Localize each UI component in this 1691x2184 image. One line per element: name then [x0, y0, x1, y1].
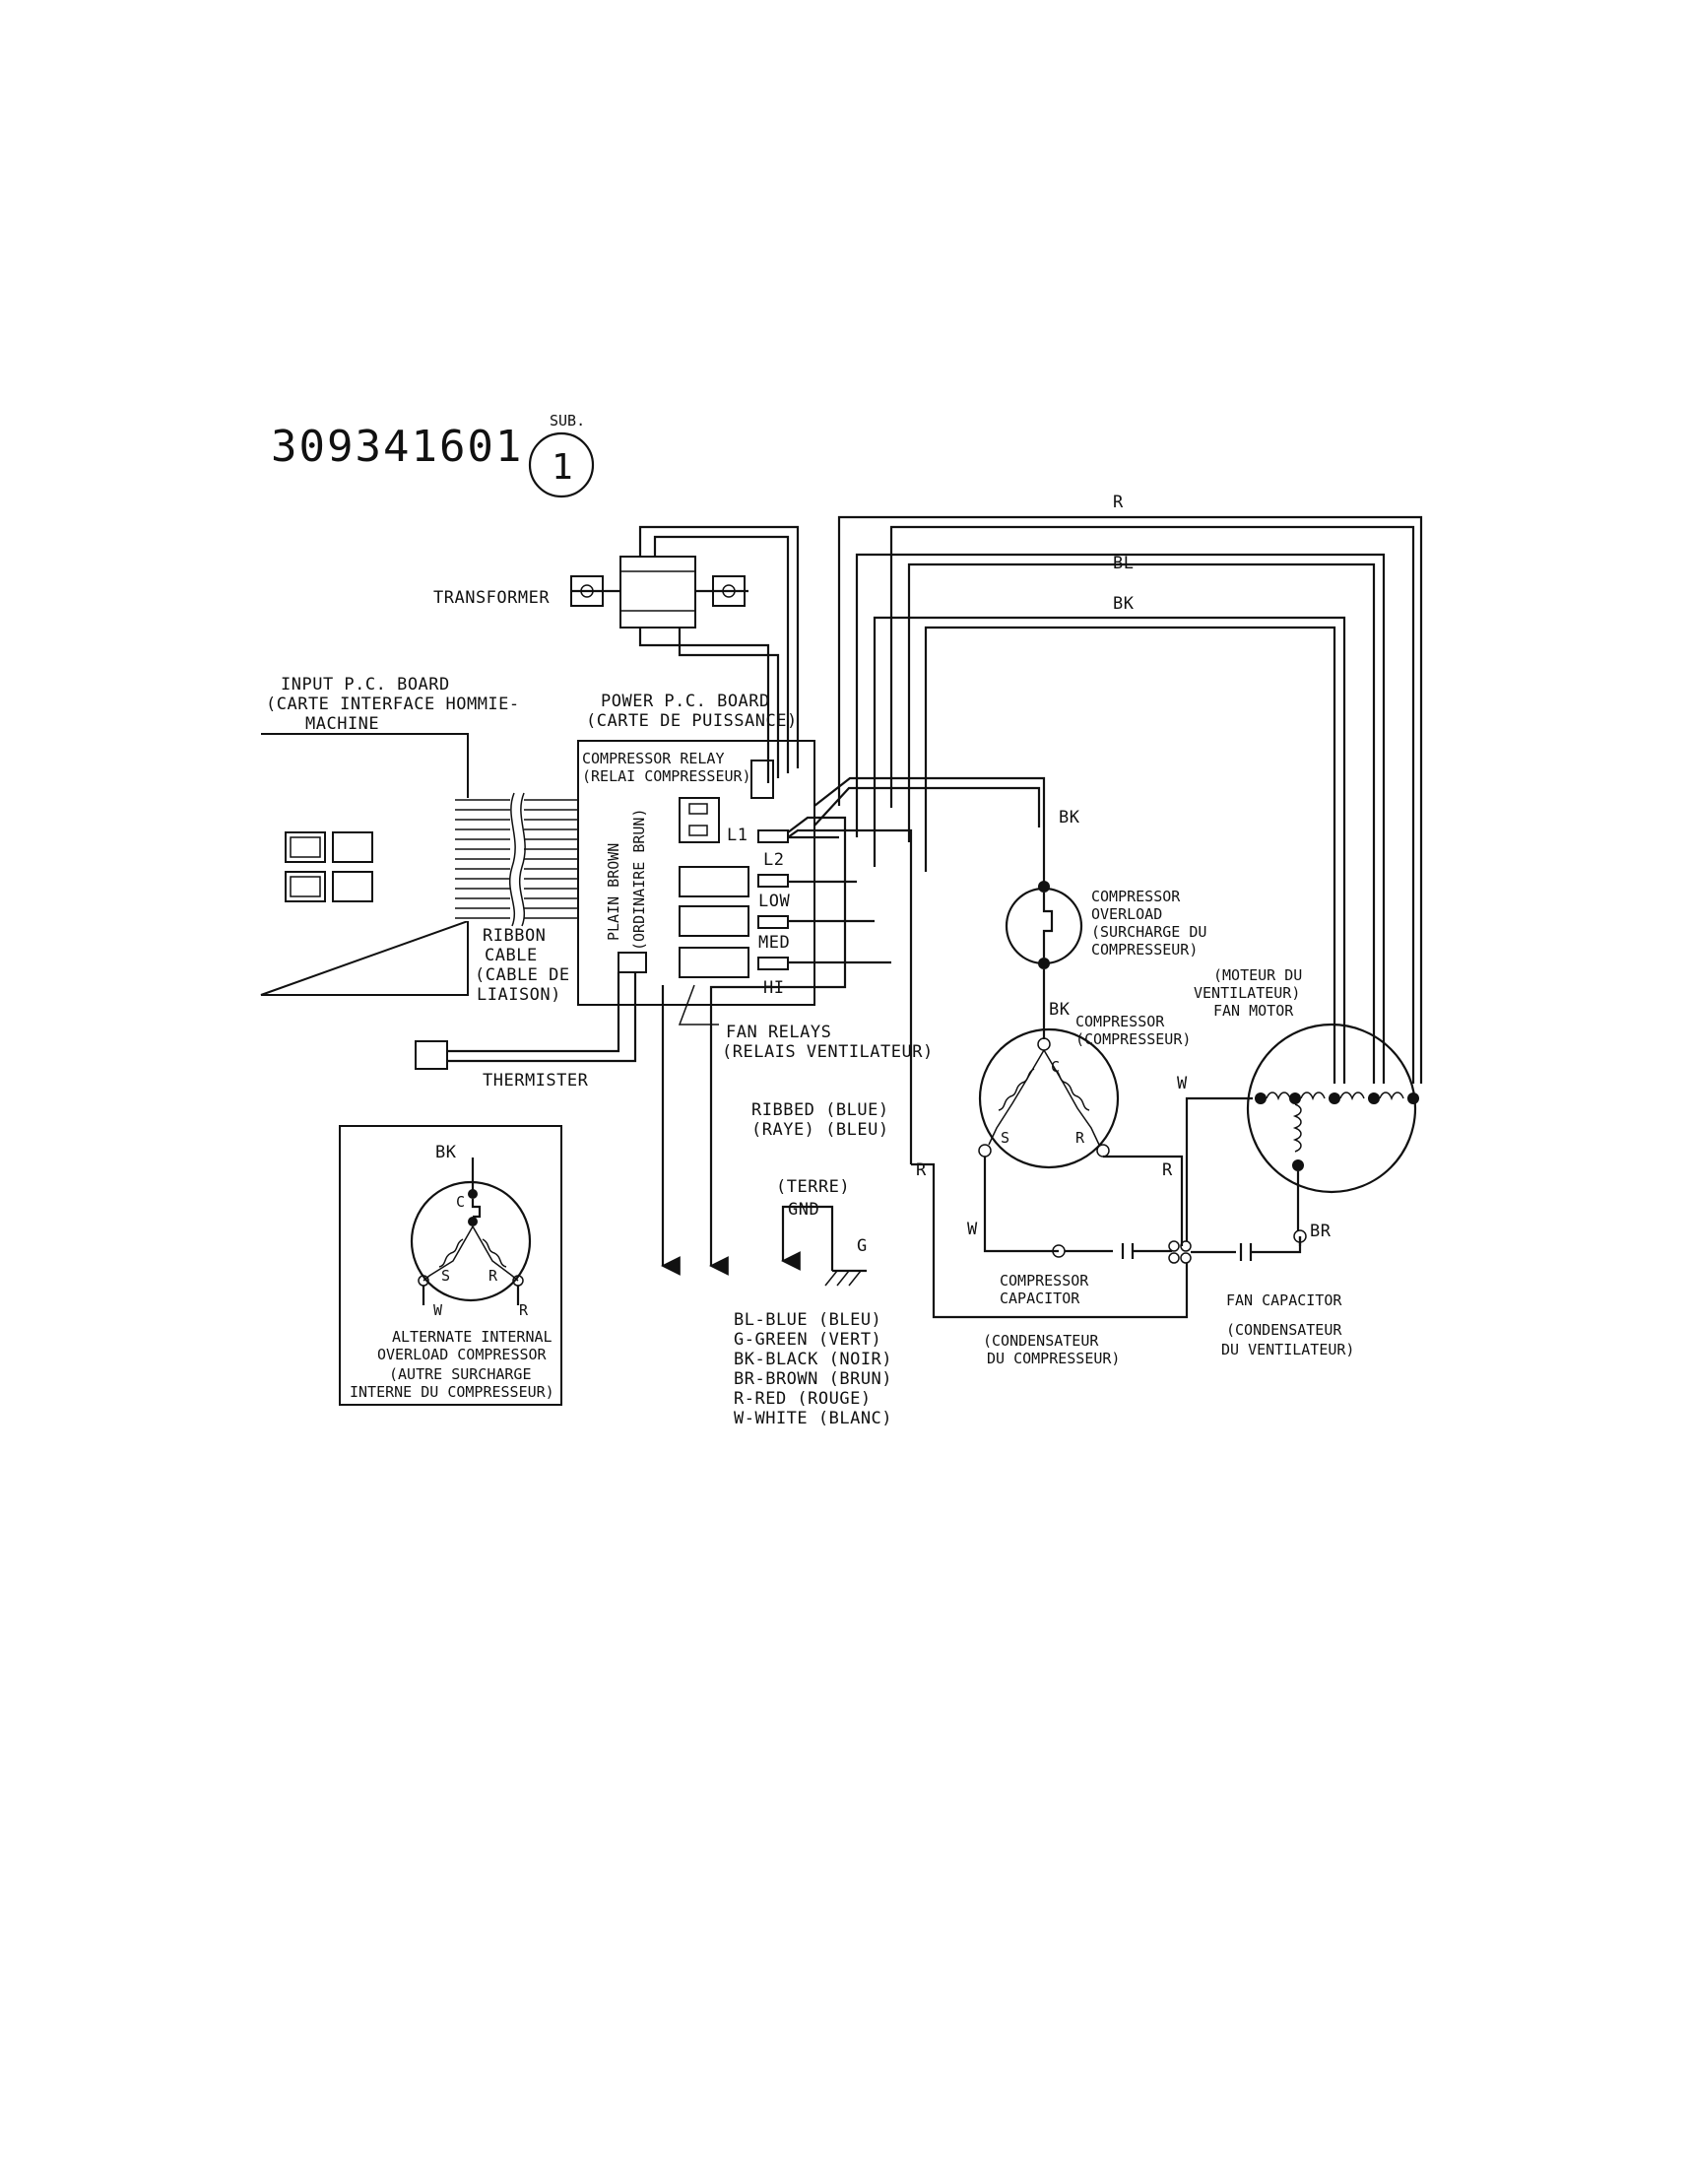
- fan-motor: [1246, 1023, 1419, 1246]
- ribbon-label-3: (CABLE DE: [475, 965, 570, 985]
- compressor-relay-label-1: COMPRESSOR RELAY: [582, 750, 725, 767]
- wire-label-w-fan: W: [1177, 1074, 1188, 1093]
- overload-label-2: OVERLOAD: [1091, 905, 1162, 923]
- comp-cap-fr-2: DU COMPRESSEUR): [987, 1350, 1120, 1367]
- fan-cap-label-2: (CONDENSATEUR: [1226, 1321, 1342, 1339]
- compressor-relay-label-2: (RELAI COMPRESSEUR): [582, 767, 751, 785]
- alt-label-3: (AUTRE SURCHARGE: [389, 1365, 532, 1383]
- legend-red: R-RED (ROUGE): [734, 1389, 872, 1409]
- legend-brown: BR-BROWN (BRUN): [734, 1369, 892, 1389]
- fan-cap-label-1: FAN CAPACITOR: [1226, 1291, 1342, 1309]
- fan-cap-label-3: DU VENTILATEUR): [1221, 1341, 1354, 1358]
- legend-black: BK-BLACK (NOIR): [734, 1350, 892, 1369]
- wire-label-r-top: R: [1113, 493, 1124, 512]
- input-board-label-2: (CARTE INTERFACE HOMMIE-: [266, 695, 520, 714]
- fan-relays-pointer: [678, 984, 719, 1026]
- ground-g: G: [857, 1236, 868, 1256]
- overload-label-4: COMPRESSEUR): [1091, 941, 1198, 959]
- alt-r-label: R: [488, 1267, 498, 1285]
- ribbon-cable: [455, 792, 578, 927]
- alt-w-label: W: [433, 1301, 443, 1319]
- power-board-label-2: (CARTE DE PUISSANCE): [586, 711, 798, 731]
- capacitor-junction: [911, 1096, 1302, 1319]
- wire-label-br: BR: [1310, 1222, 1332, 1241]
- terminal-l1: L1: [727, 826, 748, 845]
- ground-symbol: [781, 1205, 867, 1287]
- top-wires: [837, 515, 1423, 1084]
- terminal-l2: L2: [763, 850, 784, 870]
- compressor-terminal-c: C: [1051, 1058, 1060, 1076]
- wire-label-r-left: R: [916, 1160, 927, 1180]
- legend-blue: BL-BLUE (BLEU): [734, 1310, 881, 1330]
- alt-label-1: ALTERNATE INTERNAL: [392, 1328, 553, 1346]
- ribbon-label-1: RIBBON: [483, 926, 546, 946]
- plain-brown-label-1: PLAIN BROWN: [605, 843, 622, 941]
- plain-brown-label-2: (ORDINAIRE BRUN): [630, 809, 648, 952]
- alternate-compressor-box: [339, 1125, 562, 1406]
- terminal-med: MED: [758, 933, 790, 953]
- legend-white: W-WHITE (BLANC): [734, 1409, 892, 1428]
- input-pc-board: [260, 733, 469, 996]
- transformer: [570, 525, 800, 783]
- wire-label-bk-top: BK: [1113, 594, 1135, 614]
- alt-bk-label: BK: [435, 1143, 457, 1162]
- wire-label-bl-top: BL: [1113, 554, 1134, 573]
- legend-green: G-GREEN (VERT): [734, 1330, 881, 1350]
- ground-gnd: GND: [788, 1200, 819, 1220]
- ribbed-label-1: RIBBED (BLUE): [751, 1100, 889, 1120]
- ribbon-label-2: CABLE: [485, 946, 538, 965]
- thermister-label: THERMISTER: [483, 1071, 589, 1091]
- thermister: [415, 972, 637, 1070]
- overload-label-3: (SURCHARGE DU: [1091, 923, 1206, 941]
- compressor-label-2: (COMPRESSEUR): [1075, 1030, 1191, 1048]
- wire-label-bk-mid: BK: [1049, 1000, 1071, 1020]
- compressor-terminal-s: S: [1001, 1129, 1009, 1147]
- sub-label: SUB.: [550, 412, 585, 430]
- sub-number: 1: [552, 447, 573, 488]
- compressor-overload: [1005, 827, 1083, 1039]
- alt-r2-label: R: [519, 1301, 529, 1319]
- fan-relays-label-2: (RELAIS VENTILATEUR): [722, 1042, 934, 1062]
- input-board-label-1: INPUT P.C. BOARD: [281, 675, 450, 695]
- fan-relays-label-1: FAN RELAYS: [726, 1023, 831, 1042]
- comp-cap-label-1: COMPRESSOR: [1000, 1272, 1089, 1290]
- ground-terre: (TERRE): [776, 1177, 850, 1197]
- alt-label-4: INTERNE DU COMPRESSEUR): [350, 1383, 554, 1401]
- part-number: 309341601: [271, 422, 523, 472]
- alt-label-2: OVERLOAD COMPRESSOR: [377, 1346, 548, 1363]
- power-pc-board: [577, 740, 815, 1006]
- alt-s-label: S: [441, 1267, 450, 1285]
- board-drop-wires: [661, 776, 1046, 1276]
- wire-label-bk-overload: BK: [1059, 808, 1080, 827]
- ribbon-label-4: LIAISON): [477, 985, 561, 1005]
- compressor-terminal-r: R: [1075, 1129, 1085, 1147]
- wire-label-w-comp: W: [967, 1220, 978, 1239]
- overload-label-1: COMPRESSOR: [1091, 888, 1181, 905]
- compressor: [978, 1027, 1184, 1259]
- power-board-label-1: POWER P.C. BOARD: [601, 692, 770, 711]
- terminal-low: LOW: [758, 892, 790, 911]
- comp-cap-label-2: CAPACITOR: [1000, 1290, 1080, 1307]
- compressor-label-1: COMPRESSOR: [1075, 1013, 1165, 1030]
- wire-label-r-comp: R: [1162, 1160, 1173, 1180]
- fan-motor-label-3: FAN MOTOR: [1213, 1002, 1294, 1020]
- comp-cap-fr-1: (CONDENSATEUR: [983, 1332, 1099, 1350]
- fan-motor-label-1: (MOTEUR DU: [1213, 966, 1302, 984]
- fan-motor-label-2: VENTILATEUR): [1194, 984, 1300, 1002]
- ribbed-label-2: (RAYE) (BLEU): [751, 1120, 889, 1140]
- sub-circle: [528, 431, 595, 498]
- transformer-label: TRANSFORMER: [433, 588, 550, 608]
- alt-c-label: C: [456, 1193, 465, 1211]
- input-board-label-3: MACHINE: [305, 714, 379, 734]
